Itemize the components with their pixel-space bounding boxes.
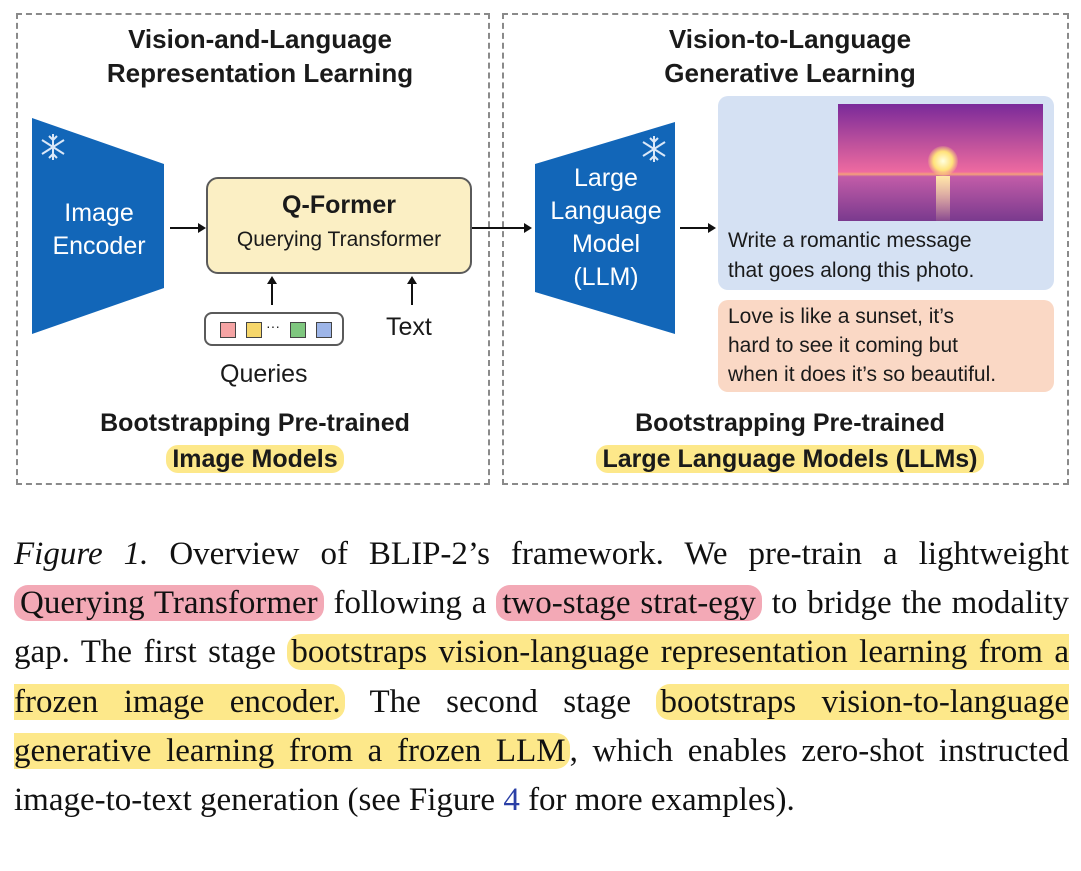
querying-transformer-highlight: Querying Transformer (14, 585, 324, 622)
query-token (220, 322, 236, 338)
sunset-photo (838, 104, 1043, 221)
queries-label: Queries (220, 360, 308, 388)
query-token (246, 322, 262, 338)
image-models-highlight: Image Models (166, 445, 344, 473)
sun-icon (928, 146, 958, 176)
llms-highlight: Large Language Models (LLMs) (596, 445, 984, 473)
arrow-queries-to-qformer (267, 276, 277, 305)
answer-card (718, 300, 1054, 392)
query-tokens: ··· (204, 312, 344, 346)
query-token (290, 322, 306, 338)
right-panel-title: Vision-to-Language Generative Learning (664, 24, 916, 88)
figure-4-link[interactable]: 4 (503, 782, 520, 819)
left-bootstrap-caption: Bootstrapping Pre-trained Image Models (100, 409, 410, 473)
snowflake-icon (642, 136, 666, 162)
two-stage-strategy-highlight: two-stage strat-egy (496, 585, 762, 622)
left-panel (16, 13, 490, 485)
prompt-text: Write a romantic message that goes along… (728, 229, 975, 282)
llm-block (535, 122, 675, 334)
qformer-block: Q-Former Querying Transformer (206, 177, 472, 274)
qformer-subtitle: Querying Transformer (236, 228, 442, 251)
figure-caption: Figure 1. Overview of BLIP-2’s framework… (14, 536, 1070, 819)
llm-label: Large Language Model (LLM) (550, 164, 662, 291)
qformer-title: Q-Former (282, 191, 396, 219)
text-label: Text (386, 313, 432, 341)
right-bootstrap-caption: Bootstrapping Pre-trained Large Language… (540, 405, 1040, 477)
snowflake-icon (41, 134, 65, 160)
query-token (316, 322, 332, 338)
arrow-qformer-to-llm (472, 223, 532, 233)
arrow-llm-to-output (680, 223, 716, 233)
query-ellipsis: ··· (266, 318, 280, 334)
arrow-text-to-qformer (407, 276, 417, 305)
figure-label: Figure 1. (14, 536, 149, 572)
arrow-encoder-to-qformer (170, 223, 206, 233)
right-panel (502, 13, 1069, 485)
answer-text: Love is like a sunset, it’s hard to see … (728, 305, 997, 386)
image-encoder-label: Image Encoder (52, 199, 146, 260)
image-encoder-block (32, 118, 164, 334)
left-panel-title: Vision-and-Language Representation Learn… (106, 24, 414, 88)
